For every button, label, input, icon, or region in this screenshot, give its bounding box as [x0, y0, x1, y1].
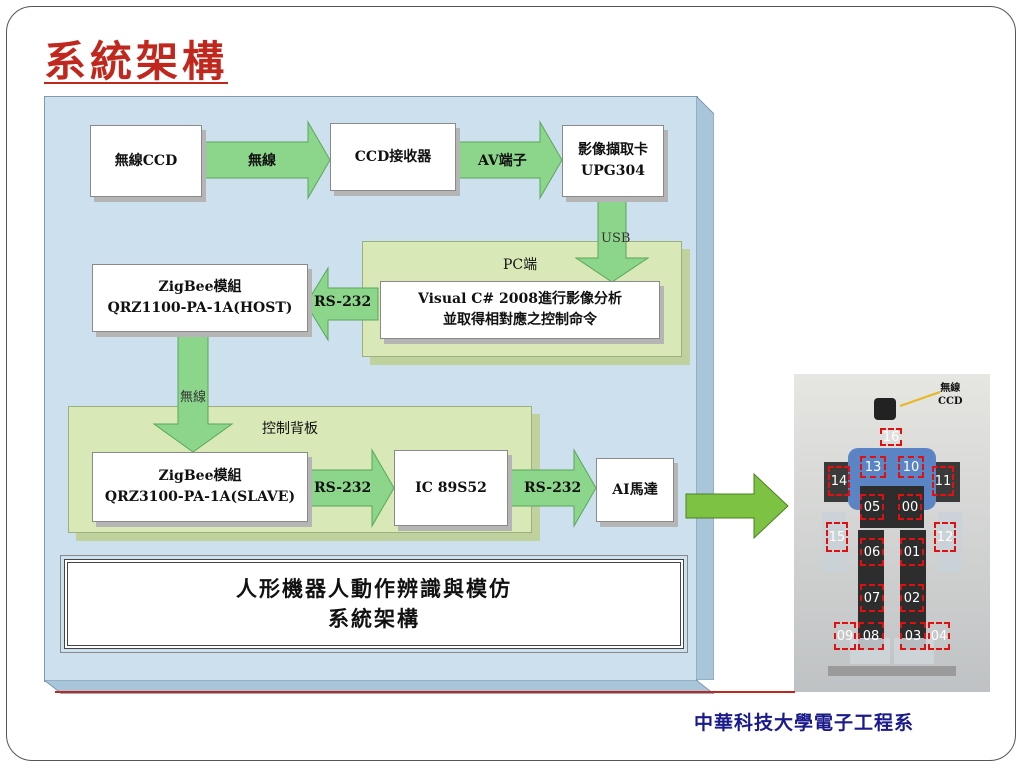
joint-12: 12 — [934, 522, 956, 552]
photo-ccd-line1: 無線 — [940, 383, 961, 394]
joint-02: 02 — [900, 584, 924, 612]
panel-bottom-face — [44, 680, 714, 694]
label-rs232-slave: RS-232 — [314, 480, 372, 496]
capture-card-line1: 影像擷取卡 — [578, 142, 648, 158]
joint-09: 09 — [834, 622, 856, 650]
joint-13: 13 — [860, 456, 886, 478]
pc-box-line1: Visual C# 2008進行影像分析 — [418, 291, 622, 307]
joint-10: 10 — [898, 456, 924, 478]
label-wireless-vertical: 無線 — [180, 390, 207, 405]
joint-03: 03 — [900, 622, 926, 650]
diagram-caption-box: 人形機器人動作辨識與模仿 系統架構 — [60, 555, 688, 653]
zigbee-slave-line2: QRZ3100-PA-1A(SLAVE) — [104, 489, 296, 505]
joint-14: 14 — [828, 466, 850, 496]
wireless-ccd-text: 無線CCD — [114, 152, 178, 169]
ic-box: IC 89S52 — [394, 450, 508, 526]
joint-00: 00 — [898, 494, 922, 520]
zigbee-slave-box: ZigBee模組 QRZ3100-PA-1A(SLAVE) — [92, 452, 308, 522]
label-rs232-host: RS-232 — [314, 294, 372, 310]
arrow-wireless-down — [152, 329, 234, 453]
joint-01: 01 — [900, 538, 924, 566]
arrow-to-photo — [685, 472, 789, 540]
robot-photo: 無線 CCD 16 13 10 14 11 05 00 15 12 06 01 … — [794, 374, 990, 692]
wireless-ccd-box: 無線CCD — [90, 125, 202, 197]
arrow-wireless — [201, 120, 331, 200]
joint-11: 11 — [932, 466, 954, 496]
arrow-rs232-slave — [307, 448, 395, 528]
control-board-label: 控制背板 — [262, 421, 318, 437]
label-av: AV端子 — [478, 153, 527, 169]
joint-08: 08 — [858, 622, 884, 650]
joint-05: 05 — [860, 494, 884, 520]
photo-ccd-label: 無線 CCD — [938, 382, 963, 408]
photo-ccd-line2: CCD — [938, 396, 963, 407]
pc-box-line2: 並取得相對應之控制命令 — [443, 312, 597, 328]
zigbee-slave-line1: ZigBee模組 — [158, 468, 242, 484]
capture-card-line2: UPG304 — [581, 163, 645, 179]
caption-line1: 人形機器人動作辨識與模仿 — [236, 575, 512, 601]
motor-text: AI馬達 — [612, 481, 658, 498]
label-rs232-motor: RS-232 — [524, 480, 582, 496]
arrow-rs232-host — [305, 266, 379, 342]
joint-16: 16 — [880, 428, 902, 446]
zigbee-host-line2: QRZ1100-PA-1A(HOST) — [107, 300, 293, 316]
capture-card-box: 影像擷取卡 UPG304 — [562, 125, 664, 197]
arrow-av — [455, 120, 563, 200]
motor-box: AI馬達 — [596, 458, 674, 522]
arrow-rs232-motor — [509, 448, 597, 528]
panel-right-face — [696, 96, 714, 680]
ic-text: IC 89S52 — [415, 479, 487, 496]
joint-07: 07 — [860, 584, 884, 612]
caption-line2: 系統架構 — [328, 606, 420, 631]
robot-illustration — [794, 374, 990, 692]
joint-15: 15 — [826, 522, 848, 552]
footer-school: 中華科技大學電子工程系 — [694, 712, 915, 734]
pc-analysis-box: Visual C# 2008進行影像分析 並取得相對應之控制命令 — [380, 281, 660, 339]
slide-frame — [6, 6, 1016, 761]
zigbee-host-box: ZigBee模組 QRZ1100-PA-1A(HOST) — [92, 264, 308, 332]
label-wireless: 無線 — [248, 153, 276, 169]
ccd-receiver-text: CCD接收器 — [354, 148, 432, 165]
pc-label: PC端 — [503, 257, 538, 273]
ccd-receiver-box: CCD接收器 — [330, 123, 456, 191]
arrow-usb — [574, 197, 650, 283]
slide-title: 系統架構 — [44, 37, 229, 86]
label-usb: USB — [601, 231, 631, 246]
joint-06: 06 — [860, 538, 884, 566]
zigbee-host-line1: ZigBee模組 — [158, 279, 242, 295]
footer-divider — [55, 691, 795, 693]
joint-04: 04 — [928, 622, 950, 650]
